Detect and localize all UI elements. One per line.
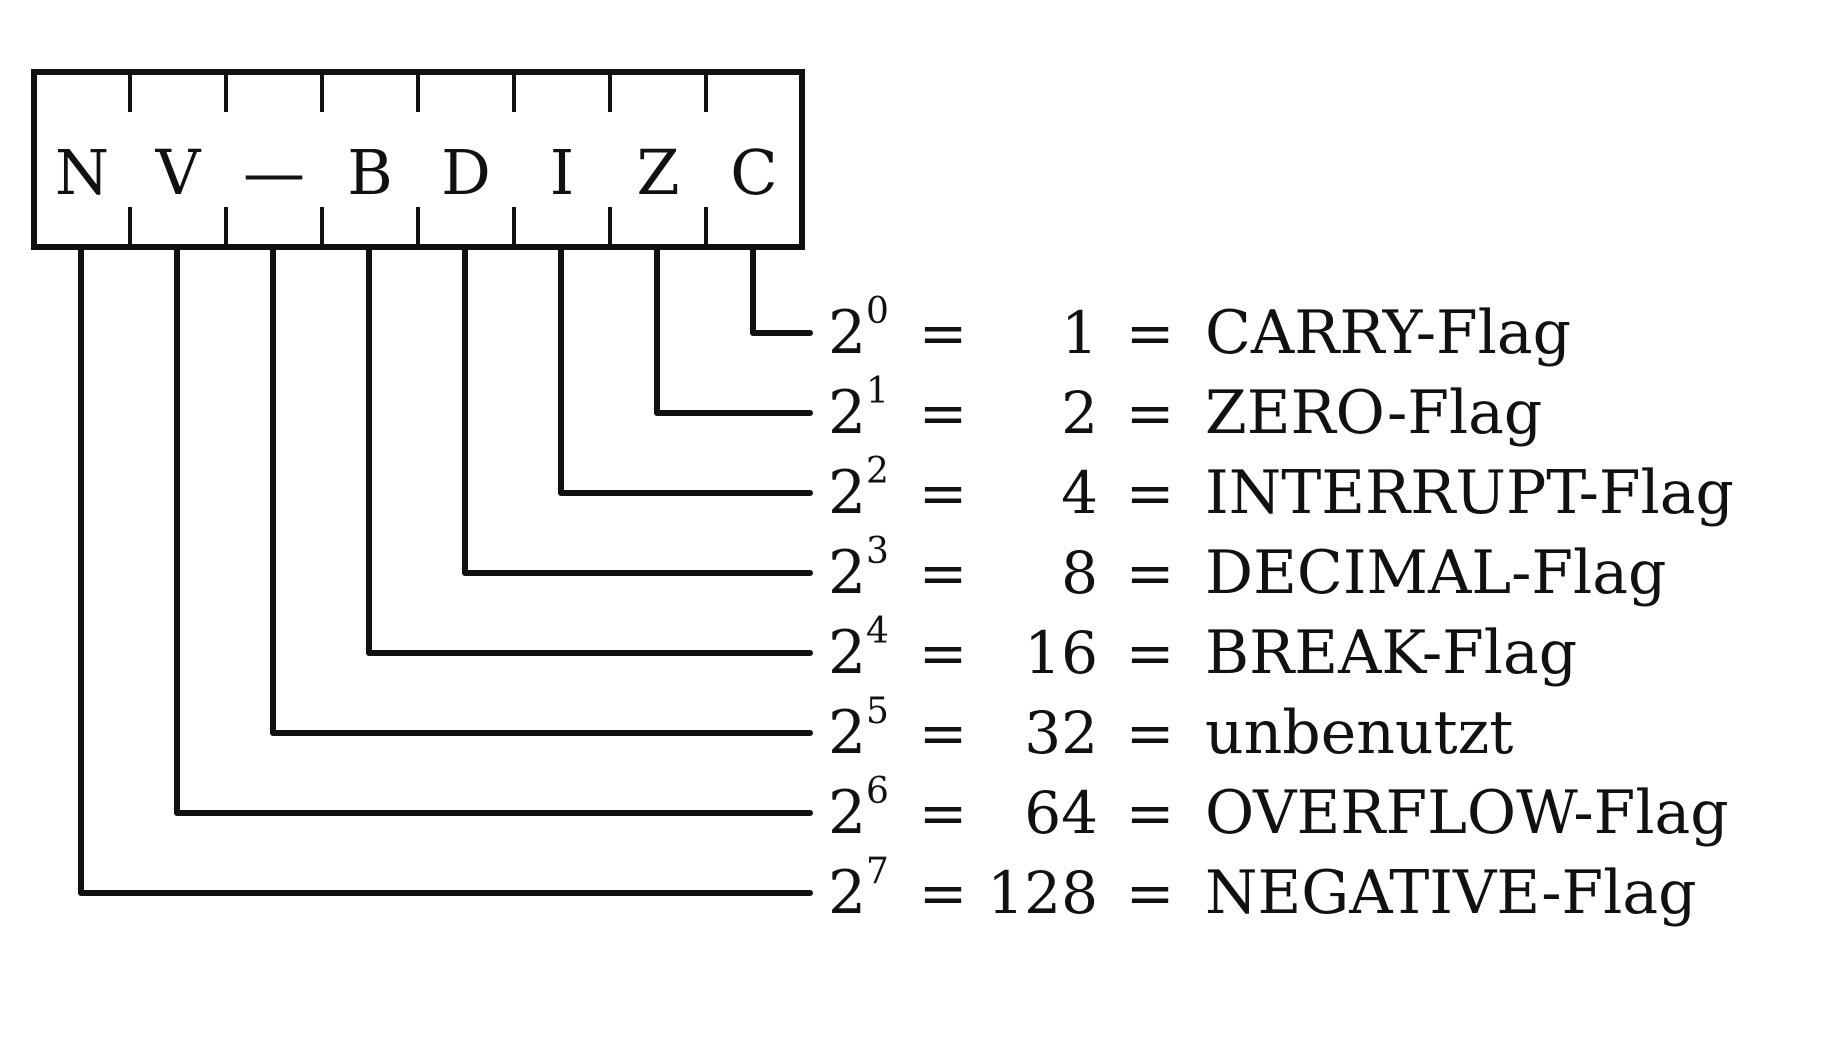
power-base: 2 xyxy=(828,458,866,528)
decimal-value: 32 xyxy=(1024,699,1098,767)
power-exponent: 0 xyxy=(866,291,889,332)
bit-letter: B xyxy=(347,136,393,209)
power-exponent: 7 xyxy=(866,851,889,892)
flag-label: DECIMAL-Flag xyxy=(1205,538,1666,608)
bit-letter: I xyxy=(550,136,575,209)
connector-line xyxy=(174,244,813,816)
power-exponent: 2 xyxy=(866,451,889,492)
flag-label: NEGATIVE-Flag xyxy=(1205,858,1697,928)
equals-sign: = xyxy=(919,859,968,927)
equals-sign: = xyxy=(1126,619,1175,687)
decimal-value: 1 xyxy=(1061,299,1098,367)
power-base: 2 xyxy=(828,778,866,848)
flag-label: OVERFLOW-Flag xyxy=(1205,778,1729,848)
bit-letter: D xyxy=(441,136,491,209)
connector-line xyxy=(78,244,813,896)
bit-separators xyxy=(128,70,708,249)
equals-sign: = xyxy=(1126,459,1175,527)
equals-sign: = xyxy=(919,299,968,367)
bit-letter: — xyxy=(243,136,305,209)
flag-label: INTERRUPT-Flag xyxy=(1205,458,1734,528)
decimal-value: 64 xyxy=(1024,779,1098,847)
power-exponent: 6 xyxy=(866,771,889,812)
equals-sign: = xyxy=(1126,539,1175,607)
decimal-value: 2 xyxy=(1061,379,1098,447)
power-base: 2 xyxy=(828,538,866,608)
power-exponent: 4 xyxy=(866,611,889,652)
equals-sign: = xyxy=(1126,699,1175,767)
connector-line xyxy=(366,244,813,656)
connector-line xyxy=(462,244,813,576)
bit-letter: C xyxy=(730,136,777,209)
power-exponent: 5 xyxy=(866,691,889,732)
decimal-value: 8 xyxy=(1061,539,1098,607)
connector-line xyxy=(270,244,813,736)
equals-sign: = xyxy=(1126,379,1175,447)
equals-sign: = xyxy=(919,539,968,607)
equals-sign: = xyxy=(919,779,968,847)
equals-sign: = xyxy=(1126,299,1175,367)
power-exponent: 3 xyxy=(866,531,889,572)
power-base: 2 xyxy=(828,378,866,448)
equals-sign: = xyxy=(919,699,968,767)
power-base: 2 xyxy=(828,858,866,928)
power-base: 2 xyxy=(828,698,866,768)
equals-sign: = xyxy=(919,379,968,447)
equals-sign: = xyxy=(919,459,968,527)
power-exponent: 1 xyxy=(866,371,889,412)
connector-line xyxy=(654,244,813,416)
decimal-value: 4 xyxy=(1061,459,1098,527)
connector-line xyxy=(558,244,813,496)
flag-label: CARRY-Flag xyxy=(1205,298,1571,368)
decimal-value: 128 xyxy=(987,859,1098,927)
flag-label: unbenutzt xyxy=(1205,698,1513,768)
equals-sign: = xyxy=(919,619,968,687)
bit-letter: Z xyxy=(636,136,679,209)
equals-sign: = xyxy=(1126,859,1175,927)
flag-label: BREAK-Flag xyxy=(1205,618,1577,688)
power-base: 2 xyxy=(828,298,866,368)
flag-label: ZERO-Flag xyxy=(1205,378,1542,448)
bit-letter: V xyxy=(155,136,202,209)
decimal-value: 16 xyxy=(1024,619,1098,687)
connector-lines xyxy=(78,244,813,896)
power-base: 2 xyxy=(828,618,866,688)
equals-sign: = xyxy=(1126,779,1175,847)
connector-line xyxy=(750,244,813,336)
bit-letter: N xyxy=(55,136,109,209)
